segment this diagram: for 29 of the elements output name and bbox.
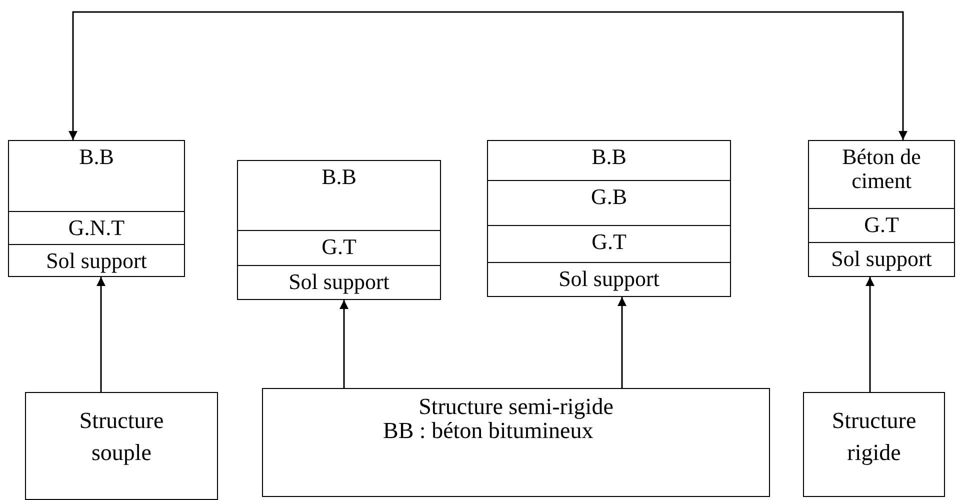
layer-label: Sol support xyxy=(558,267,660,291)
arrow xyxy=(866,277,874,392)
layer-label: G.T xyxy=(320,235,358,259)
structure-box xyxy=(262,388,770,497)
layer-label: G.T xyxy=(863,213,900,237)
arrow xyxy=(340,300,348,388)
layer-stack xyxy=(487,140,731,297)
layer-label: Sol support xyxy=(830,247,933,271)
layer-label: Sol support xyxy=(45,249,148,273)
arrow xyxy=(68,11,908,140)
layer-stack xyxy=(808,140,955,277)
layer-label: G.N.T xyxy=(67,216,126,240)
structure-label: Structure rigide xyxy=(830,407,918,467)
layer-stack xyxy=(237,160,441,300)
layer-label: G.T xyxy=(590,230,628,254)
structure-label: Structure souple xyxy=(78,407,165,467)
layer-stack xyxy=(8,140,185,277)
arrow xyxy=(618,297,626,388)
layer-label: B.B xyxy=(320,165,358,189)
layer-label: Béton de ciment xyxy=(841,145,922,193)
layer-label: G.B xyxy=(590,185,628,209)
note-text: BB : béton bitumineux xyxy=(382,419,594,443)
arrow xyxy=(96,277,106,392)
layer-label: Sol support xyxy=(288,270,390,294)
layer-label: B.B xyxy=(590,145,628,169)
structure-box xyxy=(803,392,945,497)
structure-label: Structure semi-rigide xyxy=(418,395,614,419)
layer-label: B.B xyxy=(78,145,115,169)
structure-box xyxy=(25,392,218,500)
